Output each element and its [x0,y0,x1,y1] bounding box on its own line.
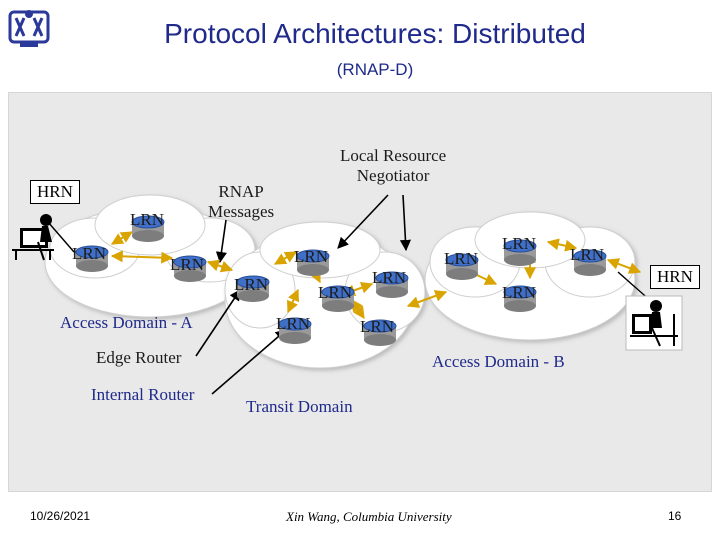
router-label: LRN [502,283,536,302]
router-icon [503,285,537,312]
hrn-left-label: HRN [30,180,80,204]
transit-domain-label: Transit Domain [246,397,353,416]
router-label: LRN [294,247,328,266]
router-label: LRN [502,234,536,253]
router-icon [573,249,607,276]
access-domain-b-label: Access Domain - B [432,352,565,371]
router-icon [363,319,397,346]
local-resource-negotiator-label: Local Resource Negotiator [340,146,447,185]
internal-router-label: Internal Router [91,385,195,404]
router-label: LRN [170,255,204,274]
router-icon [236,275,270,302]
router-label: LRN [444,249,478,268]
router-label: LRN [570,245,604,264]
routers [75,215,607,346]
router-label: LRN [276,314,310,333]
router-label: LRN [318,283,352,302]
router-icon [75,245,109,272]
router-label: LRN [372,268,406,287]
edge-router-label: Edge Router [96,348,182,367]
hrn-right-label: HRN [650,265,700,289]
router-icon [321,285,355,312]
access-domain-a-label: Access Domain - A [60,313,193,332]
footer-date: 10/26/2021 [30,509,91,523]
slide-title: Protocol Architectures: Distributed [164,18,586,49]
router-icon [375,271,409,298]
router-label: LRN [72,244,106,263]
router-label: LRN [130,210,164,229]
router-icon [131,215,165,242]
router-icon [503,239,537,266]
router-icon [278,317,312,344]
router-label: LRN [360,317,394,336]
university-logo-icon [6,6,52,50]
router-icon [173,255,207,282]
host-computer-icon [625,295,683,351]
rnap-messages-label: RNAP Messages [208,182,275,221]
router-label: LRN [234,275,268,294]
page-number: 16 [668,509,682,523]
router-icon [296,249,330,276]
footer-author: Xin Wang, Columbia University [286,509,452,524]
host-computer-icon [12,214,54,261]
slide-subtitle: (RNAP-D) [336,60,414,79]
router-icon [445,253,479,280]
